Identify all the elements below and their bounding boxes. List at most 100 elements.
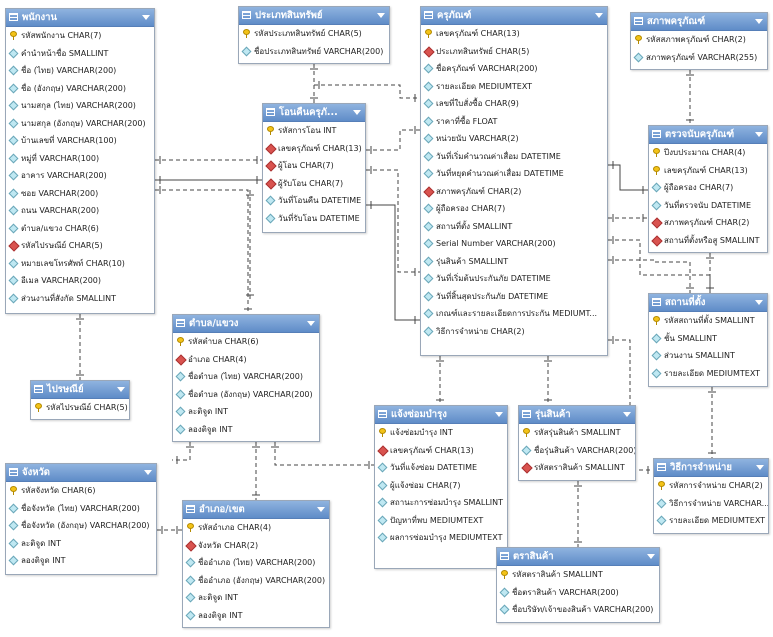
entity-header[interactable]: รุ่นสินค้า (519, 406, 635, 424)
column-row[interactable]: ผู้ถือครอง CHAR(7) (649, 179, 767, 197)
column-row[interactable]: รหัสอำเภอ CHAR(4) (183, 519, 329, 537)
entity-postcode[interactable]: ไปรษณีย์รหัสไปรษณีย์ CHAR(5) (30, 380, 130, 420)
column-row[interactable]: ราคาที่ซื้อ FLOAT (421, 113, 607, 131)
collapse-arrow-icon[interactable] (756, 465, 764, 470)
column-row[interactable]: ชื่อตำบล (ไทย) VARCHAR(200) (173, 368, 319, 386)
column-row[interactable]: ชื่อ (ไทย) VARCHAR(200) (6, 62, 154, 80)
column-row[interactable]: ละติจูด INT (183, 589, 329, 607)
column-row[interactable]: วันที่รับโอน DATETIME (263, 210, 365, 228)
column-row[interactable]: คำนำหน้าชื่อ SMALLINT (6, 45, 154, 63)
collapse-arrow-icon[interactable] (144, 470, 152, 475)
column-row[interactable]: หมายเลขโทรศัพท์ CHAR(10) (6, 255, 154, 273)
entity-header[interactable]: พนักงาน (6, 9, 154, 27)
entity-employee[interactable]: พนักงานรหัสพนักงาน CHAR(7)คำนำหน้าชื่อ S… (5, 8, 155, 314)
column-row[interactable]: ละติจูด INT (173, 403, 319, 421)
column-row[interactable]: ลองติจูด INT (183, 607, 329, 625)
column-row[interactable]: วันที่หยุดคำนวณค่าเสื่อม DATETIME (421, 165, 607, 183)
column-row[interactable]: สถานะการซ่อมบำรุง SMALLINT (375, 494, 507, 512)
column-row[interactable]: เลขครุภัณฑ์ CHAR(13) (375, 442, 507, 460)
column-row[interactable]: รหัสตราสินค้า SMALLINT (497, 566, 659, 584)
column-row[interactable]: สภาพครุภัณฑ์ CHAR(2) (649, 214, 767, 232)
column-row[interactable]: วิธีการจำหน่าย CHAR(2) (421, 323, 607, 341)
column-row[interactable]: วันที่โอนคืน DATETIME (263, 192, 365, 210)
column-row[interactable]: ผลการซ่อมบำรุง MEDIUMTEXT (375, 529, 507, 547)
collapse-arrow-icon[interactable] (307, 321, 315, 326)
entity-equipment[interactable]: ครุภัณฑ์เลขครุภัณฑ์ CHAR(13)ประเภทสินทรั… (420, 6, 608, 356)
column-row[interactable]: นามสกุล (ไทย) VARCHAR(200) (6, 97, 154, 115)
column-row[interactable]: เลขครุภัณฑ์ CHAR(13) (421, 25, 607, 43)
column-row[interactable]: ชื่อบริษัท/เจ้าของสินค้า VARCHAR(200) (497, 601, 659, 619)
collapse-arrow-icon[interactable] (755, 300, 763, 305)
column-row[interactable]: รหัสไปรษณีย์ CHAR(5) (31, 399, 129, 417)
collapse-arrow-icon[interactable] (353, 110, 361, 115)
column-row[interactable]: รายละเอียด MEDIUMTEXT (421, 78, 607, 96)
entity-subdistrict[interactable]: ตำบล/แขวงรหัสตำบล CHAR(6)อำเภอ CHAR(4)ชื… (172, 314, 320, 442)
entity-asset-type[interactable]: ประเภทสินทรัพย์รหัสประเภทสินทรัพย์ CHAR(… (238, 6, 390, 64)
column-row[interactable]: วันที่แจ้งซ่อม DATETIME (375, 459, 507, 477)
entity-header[interactable]: วิธีการจำหน่าย (654, 459, 768, 477)
collapse-arrow-icon[interactable] (623, 412, 631, 417)
column-row[interactable]: บ้านเลขที่ VARCHAR(100) (6, 132, 154, 150)
column-row[interactable]: อำเภอ CHAR(4) (173, 351, 319, 369)
column-row[interactable]: รายละเอียด MEDIUMTEXT (649, 365, 767, 383)
column-row[interactable]: สถานที่ตั้ง SMALLINT (421, 218, 607, 236)
collapse-arrow-icon[interactable] (755, 19, 763, 24)
column-row[interactable]: รหัสการจำหน่าย CHAR(2) (654, 477, 768, 495)
column-row[interactable]: อีเมล VARCHAR(200) (6, 272, 154, 290)
entity-inspection[interactable]: ตรวจนับครุภัณฑ์ปีงบประมาณ CHAR(4)เลขครุภ… (648, 125, 768, 253)
column-row[interactable]: รหัสสถานที่ตั้ง SMALLINT (649, 312, 767, 330)
column-row[interactable]: รหัสไปรษณีย์ CHAR(5) (6, 237, 154, 255)
column-row[interactable]: ชื่อจังหวัด (อังกฤษ) VARCHAR(200) (6, 517, 156, 535)
column-row[interactable]: ซอย VARCHAR(200) (6, 185, 154, 203)
column-row[interactable]: รหัสประเภทสินทรัพย์ CHAR(5) (239, 25, 389, 43)
column-row[interactable]: รหัสจังหวัด CHAR(6) (6, 482, 156, 500)
column-row[interactable]: ผู้แจ้งซ่อม CHAR(7) (375, 477, 507, 495)
column-row[interactable]: รหัสพนักงาน CHAR(7) (6, 27, 154, 45)
column-row[interactable]: รหัสการโอน INT (263, 122, 365, 140)
column-row[interactable]: ตำบล/แขวง CHAR(6) (6, 220, 154, 238)
collapse-arrow-icon[interactable] (317, 507, 325, 512)
column-row[interactable]: ชื่ออำเภอ (อังกฤษ) VARCHAR(200) (183, 572, 329, 590)
column-row[interactable]: ละติจูด INT (6, 535, 156, 553)
column-row[interactable]: จังหวัด CHAR(2) (183, 537, 329, 555)
collapse-arrow-icon[interactable] (647, 554, 655, 559)
column-row[interactable]: ลองติจูด INT (173, 421, 319, 439)
column-row[interactable]: หมู่ที่ VARCHAR(100) (6, 150, 154, 168)
column-row[interactable]: ปัญหาที่พบ MEDIUMTEXT (375, 512, 507, 530)
column-row[interactable]: ชื่อจังหวัด (ไทย) VARCHAR(200) (6, 500, 156, 518)
column-row[interactable]: รหัสรุ่นสินค้า SMALLINT (519, 424, 635, 442)
column-row[interactable]: อาคาร VARCHAR(200) (6, 167, 154, 185)
column-row[interactable]: ส่วนงาน SMALLINT (649, 347, 767, 365)
column-row[interactable]: รุ่นสินค้า SMALLINT (421, 253, 607, 271)
entity-header[interactable]: ไปรษณีย์ (31, 381, 129, 399)
collapse-arrow-icon[interactable] (755, 132, 763, 137)
collapse-arrow-icon[interactable] (142, 15, 150, 20)
column-row[interactable]: เกณฑ์และรายละเอียดการประกัน MEDIUMT... (421, 305, 607, 323)
column-row[interactable]: ชั้น SMALLINT (649, 330, 767, 348)
column-row[interactable]: เลขครุภัณฑ์ CHAR(13) (263, 140, 365, 158)
column-row[interactable]: สถานที่ตั้งหรือสู SMALLINT (649, 232, 767, 250)
entity-district[interactable]: อำเภอ/เขตรหัสอำเภอ CHAR(4)จังหวัด CHAR(2… (182, 500, 330, 628)
column-row[interactable]: ชื่อตำบล (อังกฤษ) VARCHAR(200) (173, 386, 319, 404)
column-row[interactable]: เลขที่ใบสั่งซื้อ CHAR(9) (421, 95, 607, 113)
entity-header[interactable]: ประเภทสินทรัพย์ (239, 7, 389, 25)
column-row[interactable]: เลขครุภัณฑ์ CHAR(13) (649, 162, 767, 180)
entity-province[interactable]: จังหวัดรหัสจังหวัด CHAR(6)ชื่อจังหวัด (ไ… (5, 463, 157, 575)
entity-header[interactable]: ตำบล/แขวง (173, 315, 319, 333)
column-row[interactable]: ชื่อตราสินค้า VARCHAR(200) (497, 584, 659, 602)
column-row[interactable]: รายละเอียด MEDIUMTEXT (654, 512, 768, 530)
entity-header[interactable]: โอนคืนครุภั... (263, 104, 365, 122)
column-row[interactable]: ลองติจูด INT (6, 552, 156, 570)
entity-header[interactable]: ตรวจนับครุภัณฑ์ (649, 126, 767, 144)
column-row[interactable]: หน่วยนับ VARCHAR(2) (421, 130, 607, 148)
column-row[interactable]: ผู้ถือครอง CHAR(7) (421, 200, 607, 218)
entity-header[interactable]: อำเภอ/เขต (183, 501, 329, 519)
column-row[interactable]: รหัสตราสินค้า SMALLINT (519, 459, 635, 477)
collapse-arrow-icon[interactable] (377, 13, 385, 18)
column-row[interactable]: ผู้รับโอน CHAR(7) (263, 175, 365, 193)
column-row[interactable]: ชื่อรุ่นสินค้า VARCHAR(200) (519, 442, 635, 460)
